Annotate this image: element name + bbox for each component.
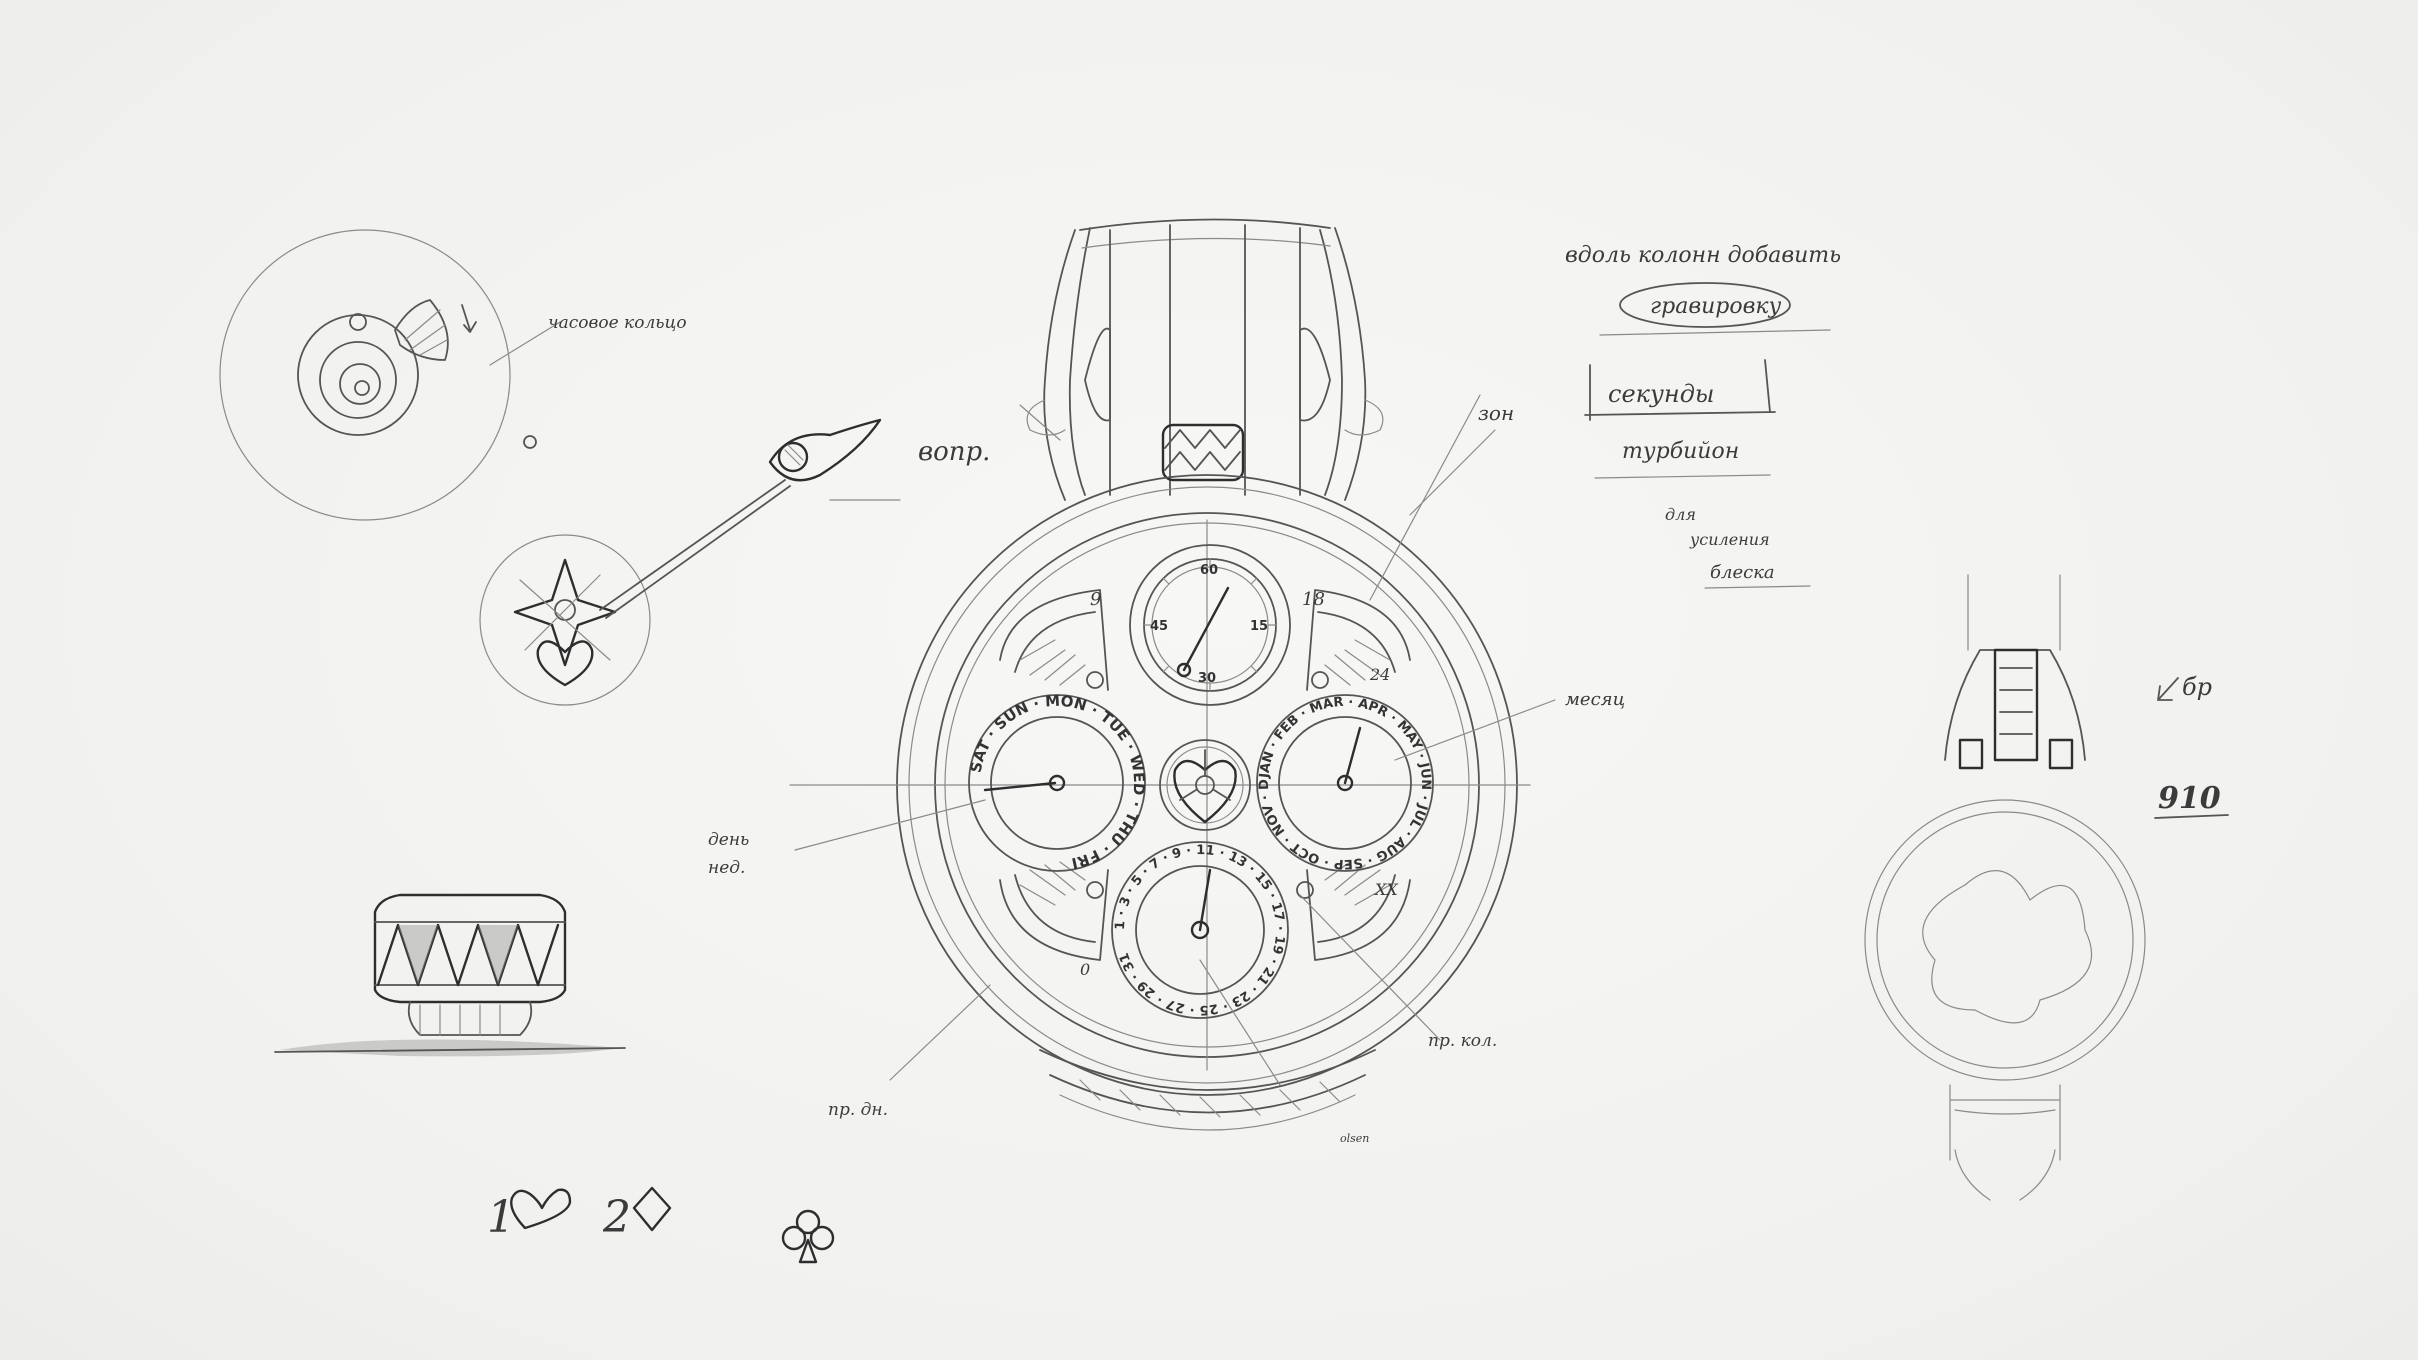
heart-suit-icon [510, 1188, 572, 1230]
side-view-watch: бр 910 [1864, 574, 2229, 1201]
reserve-note: пр. кол. [1428, 1031, 1497, 1051]
day-subdial: SAT · SUN · MON · TUE · WED · THU · FRI [967, 692, 1149, 873]
day-note-line-1: день [708, 830, 749, 850]
card-2-label: 2 [602, 1192, 631, 1243]
month-subdial: JAN · FEB · MAR · APR · MAY · JUN · JUL … [0, 0, 1434, 872]
signature: olsen [1340, 1132, 1369, 1145]
hour-ring-note: часовое кольцо [548, 313, 687, 333]
card-suit-notes: 1 2 [487, 1186, 835, 1264]
club-suit-icon [781, 1209, 835, 1264]
seconds-numeral-60: 60 [1200, 563, 1218, 578]
date-subdial: 1 · 3 · 5 · 7 · 9 · 11 · 13 · 15 · 17 · … [1111, 841, 1289, 1019]
note-engraving-2: гравировку [1650, 294, 1782, 319]
note-seconds: секунды [1608, 380, 1714, 408]
day-note-line-2: нед. [708, 858, 745, 878]
note-shine: блеска [1710, 562, 1775, 583]
date-note: пр. дн. [828, 1100, 888, 1120]
main-watch: 9 18 24 0 XX 60 15 30 45 SAT [0, 0, 1556, 1131]
side-number: 910 [2158, 781, 2221, 816]
note-enhance: усиления [1689, 530, 1770, 549]
hour-ring-study [219, 229, 561, 521]
right-arc-label: 18 [1302, 589, 1325, 610]
note-tourbillon: турбийон [1622, 439, 1739, 464]
note-engraving: вдоль колонн добавить [1565, 243, 1841, 268]
zone-note: зон [1478, 401, 1514, 425]
seconds-numeral-15: 15 [1250, 619, 1268, 634]
month-note: месяц [1565, 689, 1625, 710]
top-right-notes: вдоль колонн добавить гравировку секунды… [1565, 243, 1841, 589]
seconds-numeral-30: 30 [1198, 671, 1216, 686]
heart-star-detail [479, 418, 901, 706]
month-ring-text: JAN · FEB · MAR · APR · MAY · JUN · JUL … [0, 0, 1433, 871]
seconds-numeral-45: 45 [1150, 619, 1168, 634]
note-for: для [1665, 505, 1696, 524]
side-arrow-note: бр [2182, 673, 2212, 701]
diamond-suit-icon [632, 1186, 672, 1232]
seconds-subdial: 60 15 30 45 [1129, 544, 1291, 706]
bottom-left-arc-label: 0 [1080, 960, 1090, 979]
center-heart [1159, 739, 1251, 831]
crown-sketch [274, 893, 626, 1057]
wheel-note: вопр. [918, 437, 990, 467]
right-arc-label-2: 24 [1369, 665, 1390, 684]
left-arc-label: 9 [1090, 589, 1101, 610]
bottom-right-arc-label: XX [1373, 880, 1398, 899]
